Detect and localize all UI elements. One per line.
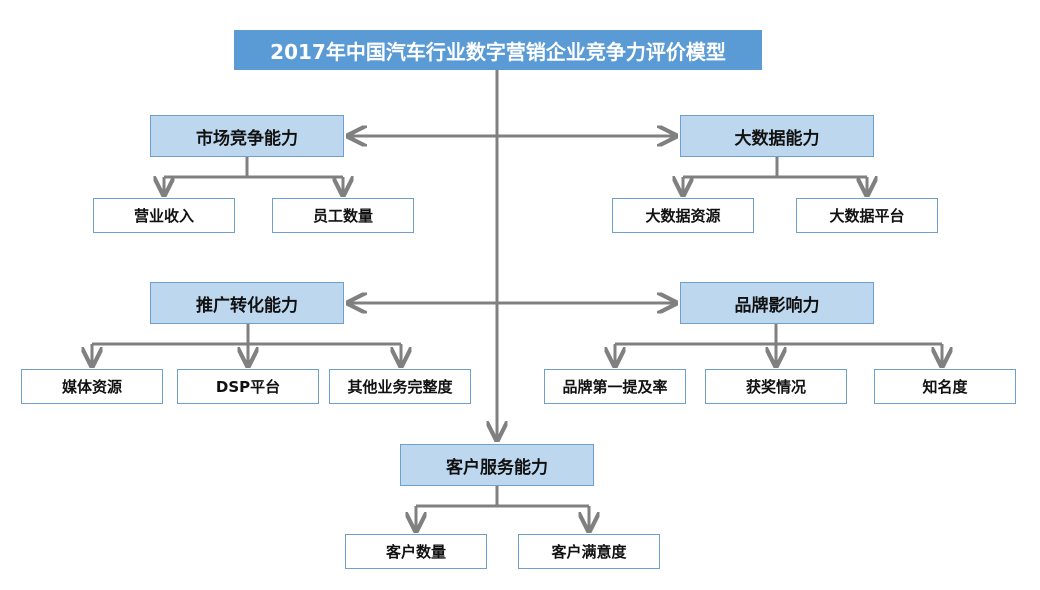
category-promotion: 推广转化能力 [150,282,344,324]
category-market: 市场竞争能力 [150,115,344,157]
category-service: 客户服务能力 [400,444,594,486]
category-bigdata: 大数据能力 [680,115,874,157]
item-bigdata-resources: 大数据资源 [612,198,754,233]
item-revenue: 营业收入 [93,198,235,233]
item-customer-count: 客户数量 [345,534,487,569]
item-bigdata-platform: 大数据平台 [796,198,938,233]
item-awards: 获奖情况 [705,369,847,404]
item-customer-satisfaction: 客户满意度 [518,534,660,569]
item-business-completeness: 其他业务完整度 [329,369,471,404]
item-employee-count: 员工数量 [272,198,414,233]
item-awareness: 知名度 [874,369,1016,404]
item-brand-first-mention: 品牌第一提及率 [544,369,686,404]
diagram-title: 2017年中国汽车行业数字营销企业竞争力评价模型 [234,30,762,70]
category-brand: 品牌影响力 [680,282,874,324]
item-media-resources: 媒体资源 [21,369,163,404]
item-dsp-platform: DSP平台 [177,369,319,404]
